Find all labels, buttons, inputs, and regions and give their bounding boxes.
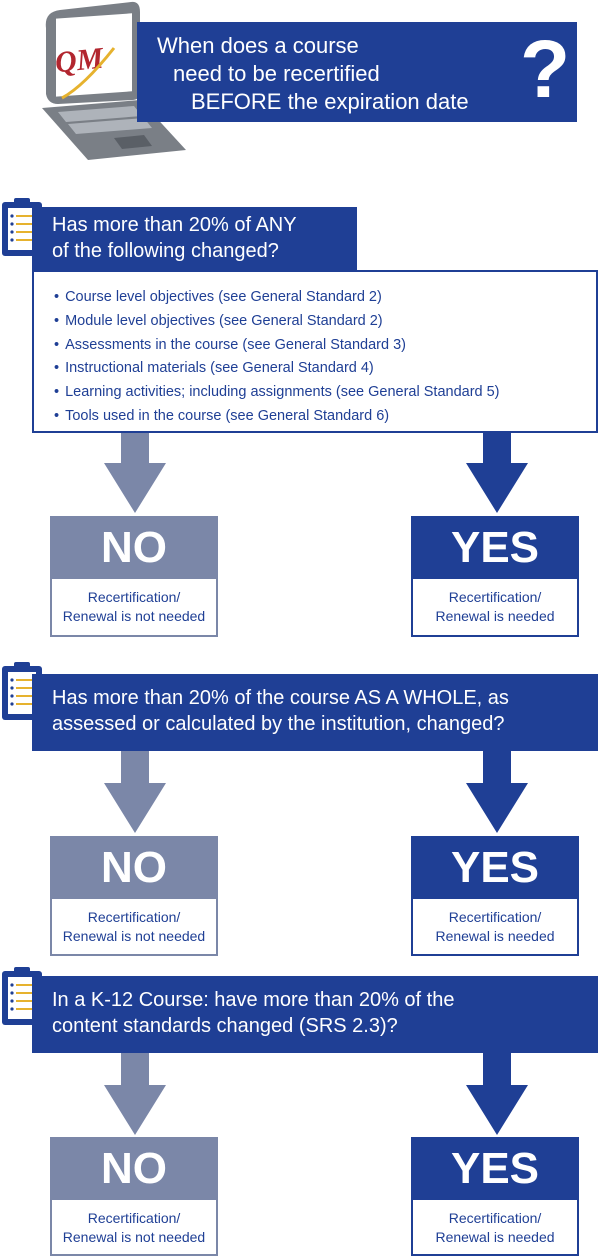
page-title: When does a course need to be recertifie… [157,33,469,114]
arrow-down-no-icon [104,433,166,513]
arrow-down-no-icon [104,1053,166,1135]
question-3: In a K-12 Course: have more than 20% of … [32,976,598,1053]
arrow-down-yes-icon [466,751,528,833]
yes-answer: YES [411,1137,579,1200]
logo-swoosh-icon [61,47,116,100]
arrow-down-yes-icon [466,433,528,513]
question-mark-icon: ? [520,24,571,115]
question-1: Has more than 20% of ANY of the followin… [32,207,357,270]
list-item: Course level objectives (see General Sta… [54,286,596,310]
no-answer: NO [50,516,218,579]
no-result: Recertification/Renewal is not needed [50,579,218,637]
no-answer: NO [50,1137,218,1200]
yes-answer: YES [411,836,579,899]
no-answer: NO [50,836,218,899]
yes-result: Recertification/Renewal is needed [411,899,579,956]
yes-answer: YES [411,516,579,579]
list-item: Module level objectives (see General Sta… [54,310,596,334]
yes-result: Recertification/Renewal is needed [411,1200,579,1256]
no-result: Recertification/Renewal is not needed [50,899,218,956]
list-item: Learning activities; including assignmen… [54,381,596,405]
question-2: Has more than 20% of the course AS A WHO… [32,674,598,751]
yes-result: Recertification/Renewal is needed [411,579,579,637]
arrow-down-yes-icon [466,1053,528,1135]
list-item: Tools used in the course (see General St… [54,405,596,429]
list-item: Assessments in the course (see General S… [54,334,596,358]
criteria-list: Course level objectives (see General Sta… [32,270,598,433]
list-item: Instructional materials (see General Sta… [54,357,596,381]
arrow-down-no-icon [104,751,166,833]
title-banner [137,22,577,122]
no-result: Recertification/Renewal is not needed [50,1200,218,1256]
